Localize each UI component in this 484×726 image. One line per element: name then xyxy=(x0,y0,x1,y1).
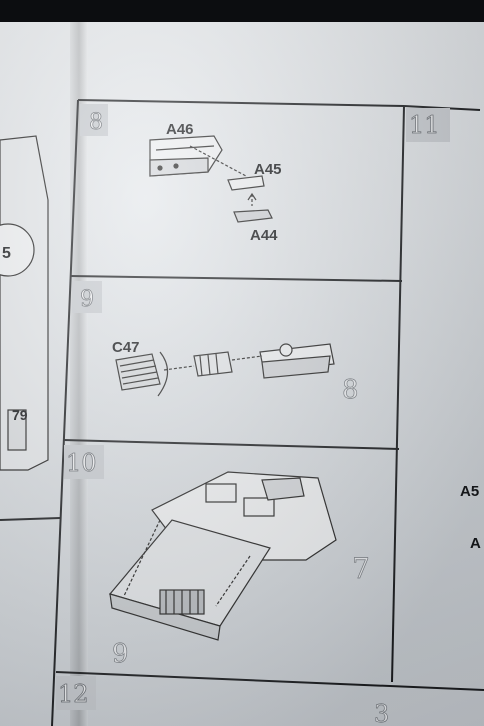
part-label-a46: A46 xyxy=(166,121,194,138)
step-badge-10: 10 xyxy=(64,445,104,479)
left-panel-drawing xyxy=(0,135,49,471)
part-label-a: A xyxy=(470,535,481,552)
step-badge-12: 12 xyxy=(56,676,96,710)
part-label-79: 79 xyxy=(12,407,28,423)
part-label-a45: A45 xyxy=(254,161,282,178)
instruction-sheet: 8 11 9 10 12 xyxy=(0,22,484,726)
part-label-a44: A44 xyxy=(250,227,278,244)
step9-assembly-drawing xyxy=(115,343,335,397)
svg-text:12: 12 xyxy=(58,680,89,708)
svg-text:8: 8 xyxy=(89,110,103,135)
svg-text:10: 10 xyxy=(66,449,97,477)
instruction-artwork: 8 11 9 10 12 xyxy=(0,99,484,726)
step10-assembly-drawing xyxy=(108,471,337,641)
side-number-7: 7 xyxy=(352,552,370,585)
side-number-8: 8 xyxy=(342,375,359,405)
part-label-5: 5 xyxy=(2,245,11,262)
svg-text:11: 11 xyxy=(409,111,440,139)
panel-grid xyxy=(0,99,484,726)
svg-text:9: 9 xyxy=(80,287,94,312)
part-label-a5: A5 xyxy=(460,483,479,500)
step-badge-8: 8 xyxy=(80,104,108,136)
step-badge-11: 11 xyxy=(406,108,450,142)
step-badge-9: 9 xyxy=(72,281,102,313)
step8-assembly-drawing xyxy=(149,135,273,223)
side-number-9: 9 xyxy=(112,639,129,669)
page-number-3: 3 xyxy=(374,700,389,726)
part-label-c47: C47 xyxy=(112,339,140,356)
